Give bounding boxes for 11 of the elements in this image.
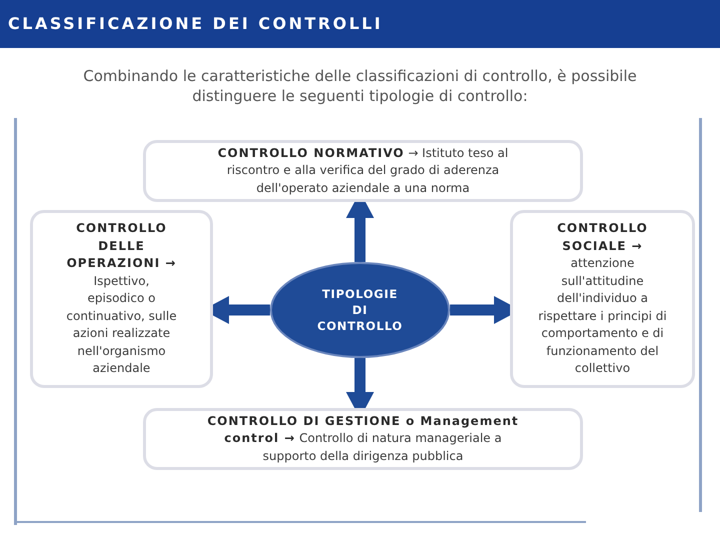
node-text: TIPOLOGIE DI CONTROLLO [317, 286, 403, 334]
node-text: CONTROLLO SOCIALE → attenzione sull'attitudine dell'individuo a rispettare i principi di comportamento e di funzionamento del collettivo [537, 220, 668, 378]
intro-text: Combinando le caratteristiche delle classificazioni di controllo, è possibile distinguere le seguenti tipologie di controllo: [82, 66, 638, 106]
text-box [143, 140, 583, 202]
text-box [143, 408, 583, 470]
text-box [510, 210, 695, 388]
slide-title: CLASSIFICAZIONE DEI CONTROLLI [8, 13, 383, 34]
text-box [30, 210, 213, 388]
node-text: CONTROLLO DI GESTIONE o Management control → Controllo di natura manageriale a supporto della dirigenza pubblica [206, 412, 520, 465]
node-text: CONTROLLO DELLE OPERAZIONI → Ispettivo, episodico o continuativo, sulle azioni realizzate nell'organismo aziendale [65, 220, 178, 378]
node-text: CONTROLLO NORMATIVO → Istituto teso al riscontro e alla verifica del grado di aderenza dell'operato aziendale a una norma [216, 144, 510, 197]
